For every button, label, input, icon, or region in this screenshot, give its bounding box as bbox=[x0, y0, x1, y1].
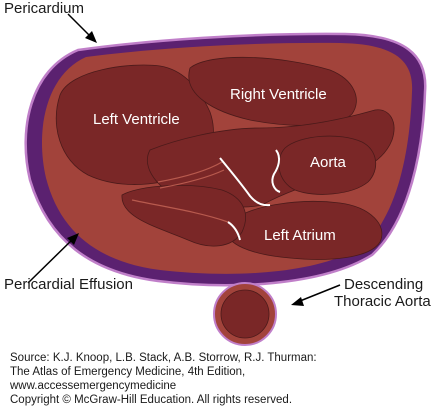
mitral-leaflet bbox=[227, 221, 241, 241]
label-left-atrium: Left Atrium bbox=[264, 227, 336, 244]
pericardium-arrow bbox=[67, 13, 97, 43]
label-pericardium: Pericardium bbox=[4, 0, 84, 17]
source-line-2: The Atlas of Emergency Medicine, 4th Edi… bbox=[10, 366, 246, 378]
mitral-valve-line-1 bbox=[157, 161, 223, 183]
source-line-3: www.accessemergencymedicine bbox=[10, 380, 177, 392]
label-descending: Descending bbox=[344, 276, 423, 293]
right-ventricle-chamber bbox=[188, 56, 357, 126]
descending-aorta-arrow bbox=[291, 284, 341, 306]
label-aorta: Aorta bbox=[310, 154, 347, 171]
aorta-chamber bbox=[278, 135, 376, 195]
label-left-ventricle: Left Ventricle bbox=[93, 111, 180, 128]
label-pericardial-effusion: Pericardial Effusion bbox=[4, 276, 133, 293]
source-citation: Source: K.J. Knoop, L.B. Stack, A.B. Sto… bbox=[10, 351, 430, 407]
descending-aorta-inner bbox=[220, 289, 270, 339]
mitral-valve-line-2 bbox=[159, 169, 225, 189]
source-line-4: Copyright © McGraw-Hill Education. All r… bbox=[10, 394, 293, 406]
label-thoracic-aorta: Thoracic Aorta bbox=[334, 293, 431, 310]
label-right-ventricle: Right Ventricle bbox=[230, 86, 327, 103]
aortic-root-leaflet bbox=[271, 149, 281, 193]
source-line-1: Source: K.J. Knoop, L.B. Stack, A.B. Sto… bbox=[10, 352, 317, 364]
outflow-line bbox=[131, 199, 229, 223]
aortic-valve-leaflet bbox=[219, 157, 271, 207]
left-atrium-chamber bbox=[226, 201, 383, 260]
outflow-tract bbox=[121, 185, 246, 247]
effusion-arrow bbox=[27, 233, 79, 284]
